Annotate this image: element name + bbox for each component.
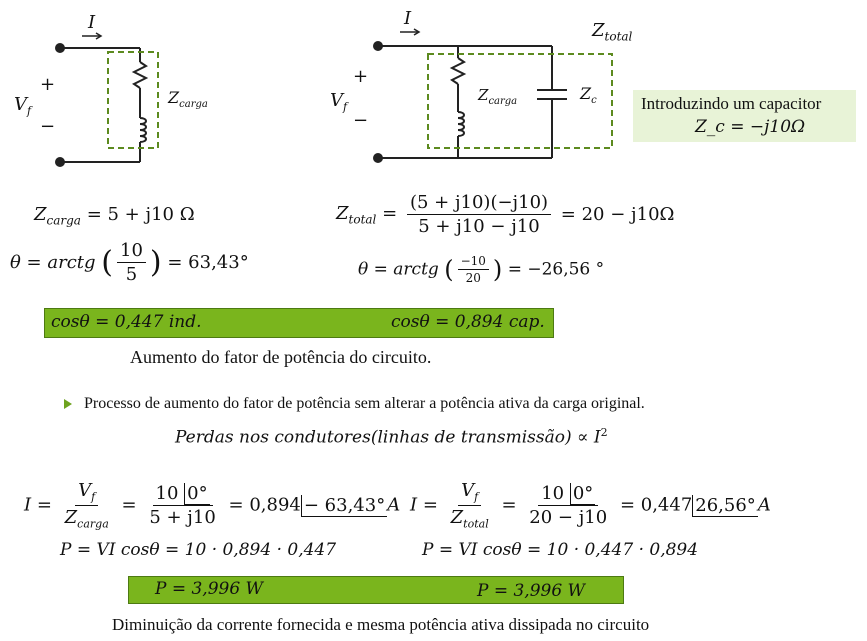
p-right: P = 3,996 W: [477, 581, 586, 601]
left-power-equation: P = VI cosθ = 10 · 0,894 · 0,447: [60, 540, 337, 560]
right-circuit: [373, 28, 567, 163]
resistor-icon: [449, 57, 467, 85]
note-line1: Introduzindo um capacitor: [641, 94, 822, 113]
bullet-triangle-icon: [64, 399, 72, 410]
power-factor-bar: cosθ = 0,447 ind. cosθ = 0,894 cap.: [44, 308, 554, 338]
inductor-icon: [457, 111, 465, 137]
capacitor-label: Zc: [580, 84, 597, 107]
note-line2: Z_c = −j10Ω: [695, 117, 806, 137]
capacitor-note: Introduzindo um capacitor Z_c = −j10Ω: [633, 90, 856, 142]
current-label: I: [404, 8, 412, 29]
losses-statement: Perdas nos condutores(linhas de transmis…: [175, 426, 608, 448]
load-label: Zcarga: [478, 86, 518, 107]
source-label: Vf: [14, 94, 32, 118]
total-impedance-label: Ztotal: [592, 20, 633, 44]
minus-label: −: [353, 110, 369, 131]
p-left: P = 3,996 W: [155, 579, 264, 599]
resistor-icon: [131, 61, 149, 89]
caption-current: Diminuição da corrente fornecida e mesma…: [112, 615, 650, 634]
left-circuit: [55, 32, 149, 167]
minus-label: −: [40, 116, 56, 137]
pf-right: cosθ = 0,894 cap.: [391, 312, 545, 332]
pf-left: cosθ = 0,447 ind.: [51, 312, 202, 332]
plus-label: +: [40, 74, 56, 95]
current-label: I: [88, 12, 96, 33]
total-impedance-equation: Ztotal = (5 + j10)(−j10)5 + j10 − j10 = …: [336, 192, 675, 237]
source-label: Vf: [330, 90, 348, 114]
power-result-bar: P = 3,996 W P = 3,996 W: [128, 576, 624, 604]
plus-label: +: [353, 66, 369, 87]
right-power-equation: P = VI cosθ = 10 · 0,447 · 0,894: [422, 540, 699, 560]
bullet-item: Processo de aumento do fator de potência…: [64, 395, 645, 413]
inductor-icon: [139, 117, 147, 143]
caption-power-factor: Aumento do fator de potência do circuito…: [130, 347, 432, 367]
load-impedance-equation: Zcarga = 5 + j10 Ω: [34, 204, 195, 228]
load-label: Zcarga: [168, 88, 208, 111]
